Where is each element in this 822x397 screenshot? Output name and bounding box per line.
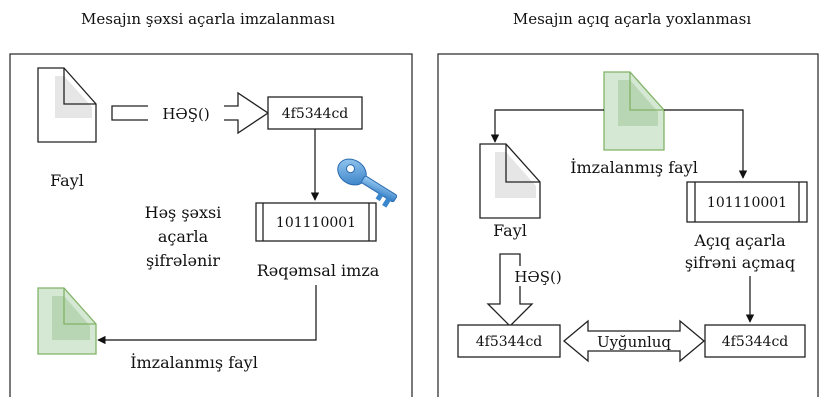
encrypt-label-line-3: şifrələnir [146,251,220,270]
encrypt-label-line-2: açarla [158,227,209,246]
right-hash-box-left [457,324,561,358]
arrow-signed-file-to-file [490,109,604,143]
right-panel-frame [437,53,819,397]
right-file-label: Fayl [493,221,527,240]
match-label: Uyğunluq [597,333,671,351]
right-signed-file-label: İmzalanmış fayl [570,157,698,177]
left-panel: Mesajın şəxsi açarla imzalanması Fayl HƏ… [9,10,413,397]
decrypt-label-line-1: Açıq açarla [693,231,786,250]
right-panel: Mesajın açıq açarla yoxlanması İmzalanmı… [437,10,819,397]
decrypt-label-line-2: şifrəni açmaq [685,253,795,272]
right-hash-label: HƏŞ() [514,268,561,286]
left-signature-box [255,202,377,242]
hash-down-arrow [486,253,534,327]
key-icon [337,158,398,208]
left-hash-box [267,96,363,130]
right-signature-value: 101110001 [707,195,787,211]
document-icon [37,67,97,143]
right-hash-value-right: 4f5344cd [722,334,789,350]
left-panel-title: Mesajın şəxsi açarla imzalanması [81,10,335,28]
right-hash-value-left: 4f5344cd [476,334,543,350]
left-hash-label: HƏŞ() [162,105,209,123]
arrow-signed-file-to-signature [664,109,748,179]
left-file-label: Fayl [50,171,84,190]
right-signature-box [686,181,808,223]
right-hash-box-right [704,324,806,358]
document-icon [479,143,541,219]
left-hash-value: 4f5344cd [282,106,349,122]
signature-label: Rəqəmsal imza [257,261,380,280]
right-panel-title: Mesajın açıq açarla yoxlanması [513,10,751,28]
arrow-signature-to-signed-file [97,285,317,345]
left-panel-frame [9,53,413,397]
encrypt-label-line-1: Həş şəxsi [145,203,222,222]
signed-document-icon [37,287,97,355]
left-signature-value: 101110001 [276,215,356,231]
left-signed-file-label: İmzalanmış fayl [130,352,258,372]
signed-document-icon [603,71,665,151]
